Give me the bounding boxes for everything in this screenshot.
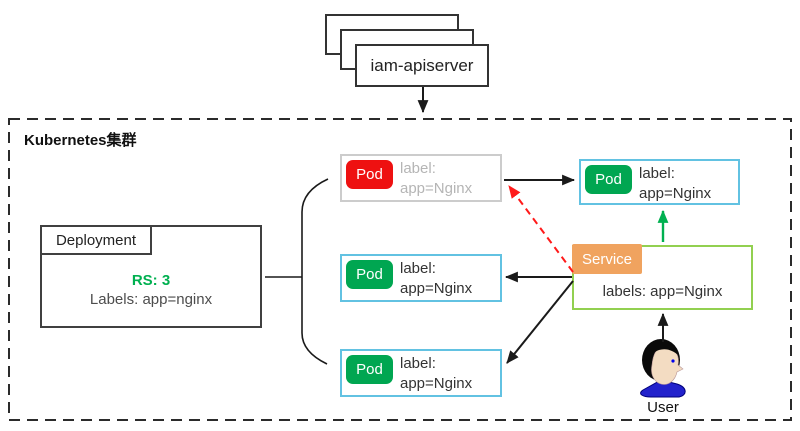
user-figure: User (630, 336, 696, 416)
pod-badge: Pod (346, 260, 393, 289)
deployment-box: Deployment RS: 3 Labels: app=nginx (40, 225, 262, 328)
pod-box-middle: Pod label: app=Nginx (340, 254, 502, 302)
deployment-brace (301, 178, 329, 365)
service-labels: labels: app=Nginx (602, 283, 723, 300)
deployment-replicas: RS: 3 (131, 272, 171, 289)
arrow-service-to-bottompod (506, 280, 574, 364)
deployment-labels: Labels: app=nginx (89, 291, 213, 308)
pod-badge: Pod (346, 355, 393, 384)
pod-box-bottom: Pod label: app=Nginx (340, 349, 502, 397)
arrow-service-to-stalepod-dashed (508, 185, 574, 273)
cluster-title: Kubernetes集群 (24, 132, 137, 149)
service-box: Service labels: app=Nginx (572, 244, 753, 310)
user-icon (640, 339, 686, 398)
user-label: User (647, 399, 679, 416)
apiserver-label: iam-apiserver (370, 55, 474, 75)
service-badge: Service (572, 244, 642, 274)
pod-label: label: app=Nginx (639, 165, 712, 202)
pod-label: label: app=Nginx (400, 260, 473, 297)
deployment-body: RS: 3 Labels: app=nginx (42, 271, 260, 309)
pod-label: label: app=Nginx (400, 160, 473, 197)
pod-badge: Pod (346, 160, 393, 189)
pod-box-service-target: Pod label: app=Nginx (579, 159, 740, 205)
deployment-tab: Deployment (40, 225, 152, 255)
apiserver-box: iam-apiserver (355, 44, 489, 87)
pod-box-stale: Pod label: app=Nginx (340, 154, 502, 202)
pod-label: label: app=Nginx (400, 355, 473, 392)
pod-badge: Pod (585, 165, 632, 194)
